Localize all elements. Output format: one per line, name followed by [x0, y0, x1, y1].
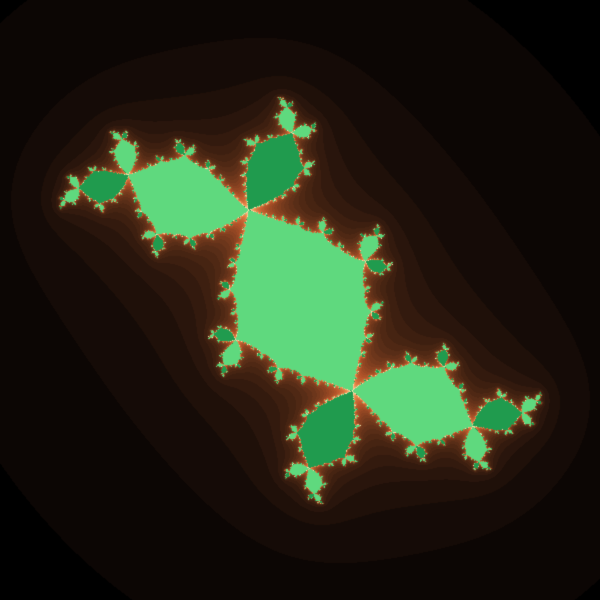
julia-fractal-image [0, 0, 600, 600]
